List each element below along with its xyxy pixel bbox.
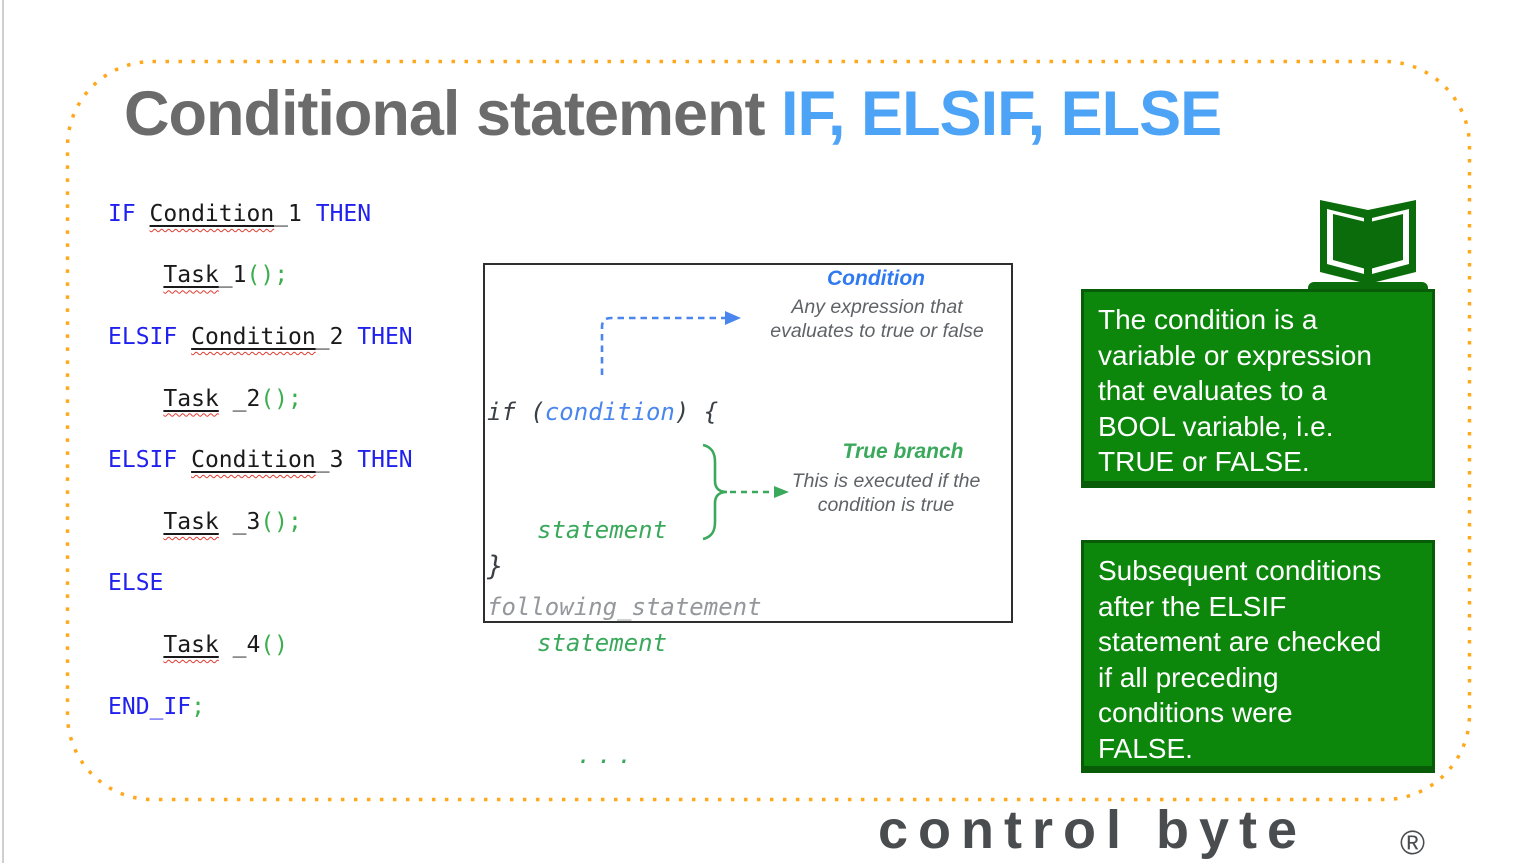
registered-trademark-icon: ® xyxy=(1400,824,1426,862)
title-blue-part: IF, ELSIF, ELSE xyxy=(781,79,1222,149)
window-left-edge xyxy=(2,0,4,863)
title-gray-part: Conditional statement xyxy=(124,79,782,149)
syntax-diagram-box: Condition Any expression that evaluates … xyxy=(483,263,1013,769)
page-title: Conditional statement IF, ELSIF, ELSE xyxy=(124,78,1484,150)
true-branch-brace-arrow-icon xyxy=(702,443,789,541)
true-branch-note: This is executed if the condition is tru… xyxy=(791,470,981,516)
condition-arrow-icon xyxy=(600,311,741,375)
condition-note: Any expression that evaluates to true or… xyxy=(770,296,984,342)
true-branch-label: True branch xyxy=(842,440,964,463)
statement-line: statement xyxy=(537,516,668,544)
diagram-if-line: if (condition) { xyxy=(487,398,719,426)
elsif-info-box: Subsequent conditions after the ELSIF st… xyxy=(1081,540,1435,773)
statement-ellipsis: ... xyxy=(577,741,639,769)
condition-info-box: The condition is a variable or expressio… xyxy=(1081,289,1435,488)
diagram-statements: statement statement ... xyxy=(537,437,667,850)
diagram-close-brace: } xyxy=(487,551,504,582)
book-icon xyxy=(1308,200,1428,308)
code-block: IF Condition_1 THEN Task_1();ELSIF Condi… xyxy=(108,200,413,720)
statement-line: statement xyxy=(537,628,668,657)
control-byte-logo: control byte xyxy=(878,800,1308,860)
diagram-following-statement: following_statement xyxy=(487,593,762,621)
condition-label: Condition xyxy=(827,267,925,290)
